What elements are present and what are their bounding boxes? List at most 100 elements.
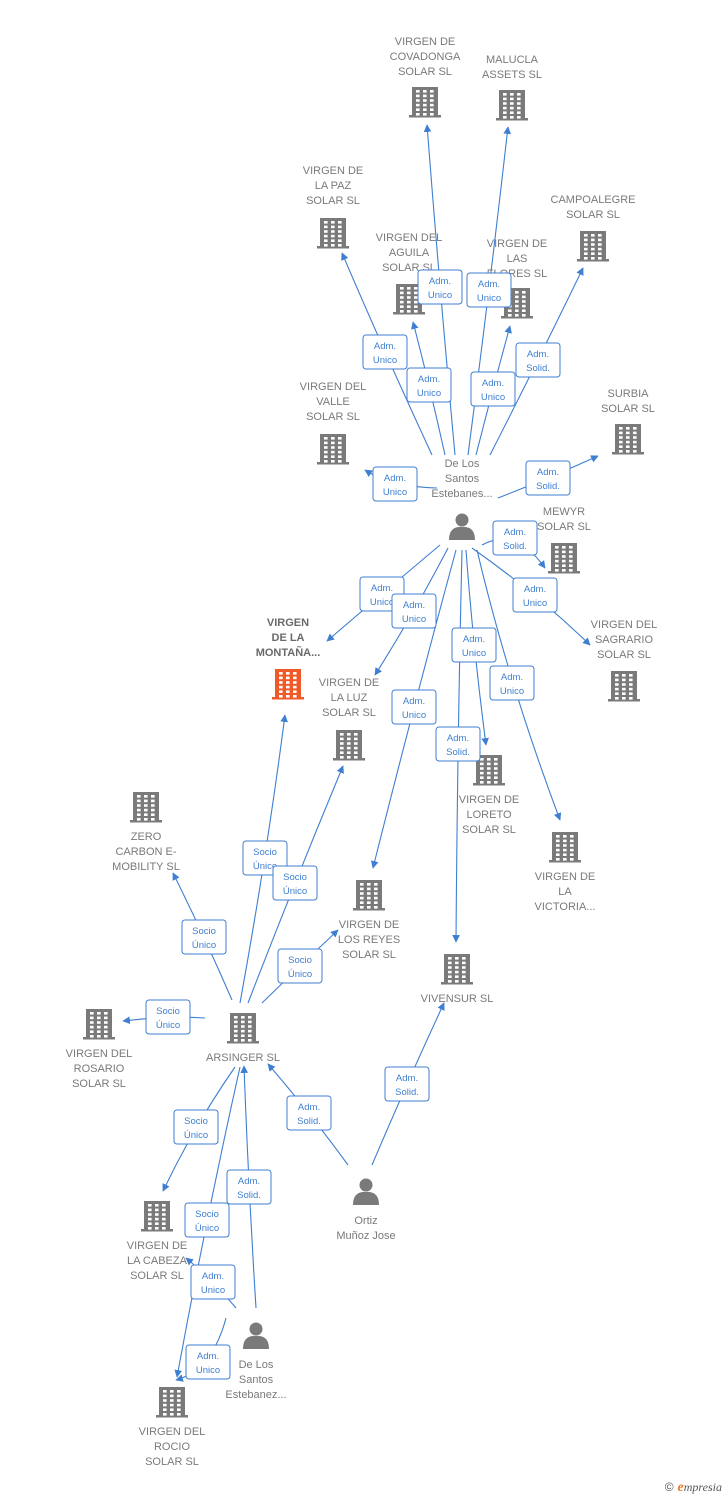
building-window: [494, 776, 498, 779]
building-window: [462, 975, 466, 978]
edge-label-text: Adm.: [384, 473, 406, 484]
edge-label-box: [277, 948, 323, 984]
building-window: [367, 892, 371, 895]
edge-label-ortiz-to-vivensur[interactable]: Adm.Solid.: [384, 1066, 430, 1102]
building-window: [615, 683, 619, 686]
building-window: [367, 883, 371, 886]
building-window: [234, 1020, 238, 1024]
node-victoria[interactable]: VIRGEN DELAVICTORIA...: [535, 832, 596, 913]
building-base: [409, 115, 441, 118]
edge-label-box: [184, 1202, 230, 1238]
building-window: [522, 314, 526, 317]
edge-label-desantos2-to-arsinger[interactable]: Adm.Solid.: [226, 1169, 272, 1205]
edge-label-desantos1-to-vivensur[interactable]: Adm.Solid.: [435, 726, 481, 762]
building-window: [144, 795, 148, 798]
edge-label-ortiz-to-arsinger[interactable]: Adm.Solid.: [286, 1095, 332, 1131]
edge-label-desantos2-to-rocio[interactable]: Adm.Unico: [185, 1344, 231, 1380]
building-window: [144, 813, 148, 816]
building-window: [324, 239, 328, 242]
edge-label-desantos1-to-malucla[interactable]: Adm.Unico: [466, 272, 512, 308]
building-window: [626, 431, 630, 435]
edge-label-desantos2-to-cabeza[interactable]: Adm.Unico: [190, 1264, 236, 1300]
building-window: [234, 1029, 238, 1033]
building-window: [414, 296, 418, 299]
edge-label-desantos1-to-loreto[interactable]: Adm.Unico: [451, 627, 497, 663]
node-desantos2[interactable]: De LosSantosEstebanez...: [225, 1322, 287, 1402]
building-window: [487, 758, 491, 761]
edge-label-box: [384, 1066, 430, 1102]
building-window: [400, 291, 404, 295]
edge-label-desantos1-to-reyes[interactable]: Adm.Unico: [391, 689, 437, 725]
building-window: [407, 310, 411, 313]
building-window: [293, 672, 297, 675]
building-window: [591, 243, 595, 246]
edge-label-desantos1-to-sagrario[interactable]: Adm.Unico: [512, 577, 558, 613]
edge-label-text: Unico: [477, 293, 501, 304]
edge-label-desantos1-to-mewyr[interactable]: Adm.Solid.: [492, 520, 538, 556]
edge-label-text: Adm.: [403, 696, 425, 707]
edge-label-desantos1-to-paz[interactable]: Adm.Unico: [362, 334, 408, 370]
building-base: [612, 452, 644, 455]
building-window: [293, 685, 297, 689]
node-label: CARBON E-: [115, 846, 176, 858]
edge-label-box: [372, 466, 418, 502]
building-window: [338, 244, 342, 247]
edge-label-desantos1-to-aguila[interactable]: Adm.Unico: [406, 367, 452, 403]
edge-label-text: Socio: [184, 1116, 208, 1127]
edge-label-desantos1-to-valle[interactable]: Adm.Unico: [372, 466, 418, 502]
building-icon: [83, 1009, 115, 1040]
building-window: [629, 697, 633, 700]
edge-label-desantos1-to-luz[interactable]: Adm.Unico: [391, 593, 437, 629]
node-label: ROSARIO: [74, 1063, 125, 1075]
building-window: [455, 975, 459, 978]
edge-label-desantos1-to-victoria[interactable]: Adm.Unico: [489, 665, 535, 701]
building-window: [324, 437, 328, 440]
building-window: [555, 555, 559, 558]
edge-label-desantos1-to-covadonga[interactable]: Adm.Unico: [417, 269, 463, 305]
person-icon: [449, 513, 475, 540]
edge-label-box: [435, 726, 481, 762]
node-desantos1[interactable]: De LosSantosEstebanes...: [431, 458, 493, 540]
node-arsinger[interactable]: ARSINGER SL: [206, 1013, 280, 1064]
node-vivensur[interactable]: VIVENSUR SL: [421, 954, 494, 1005]
building-window: [570, 848, 574, 852]
building-window: [338, 234, 342, 238]
edge-label-desantos1-to-flores[interactable]: Adm.Unico: [470, 371, 516, 407]
building-window: [374, 901, 378, 904]
edge-label-text: Unico: [428, 290, 452, 301]
building-window: [487, 767, 491, 770]
node-label: VIRGEN DEL: [376, 232, 443, 244]
building-window: [622, 683, 626, 686]
building-icon: [227, 1013, 259, 1044]
building-icon: [473, 755, 505, 786]
edge-label-desantos1-to-campoalegre[interactable]: Adm.Solid.: [515, 342, 561, 378]
building-window: [374, 896, 378, 900]
building-window: [622, 697, 626, 700]
edge-label-desantos1-to-surbia[interactable]: Adm.Solid.: [525, 460, 571, 496]
building-window: [137, 813, 141, 816]
building-window: [170, 1403, 174, 1407]
